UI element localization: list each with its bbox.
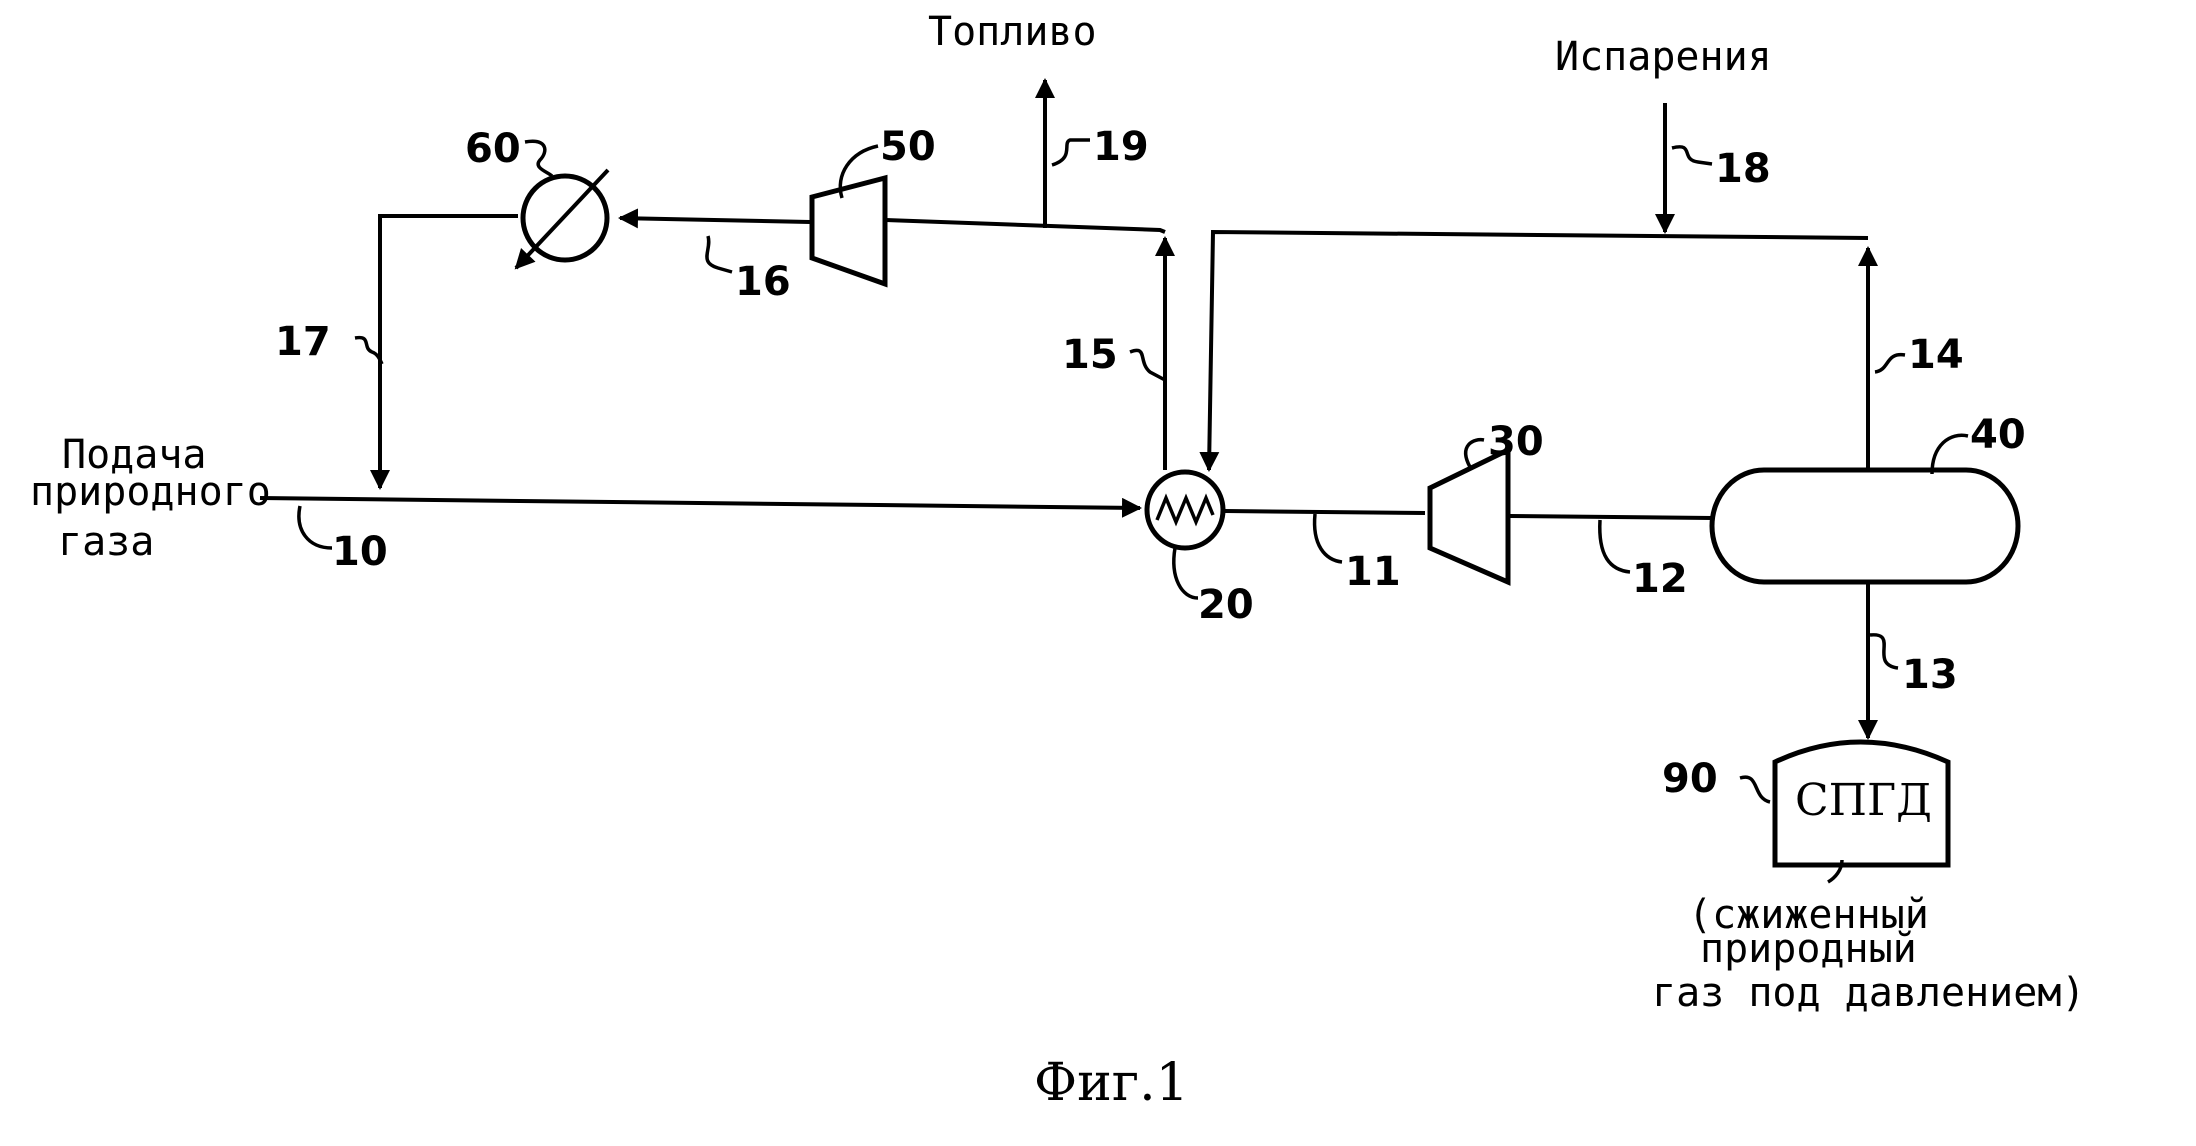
stream-10-line [259,496,1142,518]
stream-11-number: 11 [1345,549,1401,595]
fuel-label: Топливо [928,9,1097,55]
stream-19-number: 19 [1093,124,1149,170]
figure-caption: Фиг.1 [1034,1053,1189,1113]
leader-12 [1598,519,1631,574]
feed-label-line3: газа [58,519,154,565]
leader-13 [1869,633,1899,670]
stream-17-line [370,214,518,490]
tank-desc-line2: природный [1700,926,1917,972]
feed-label-line2: природного [30,469,271,515]
stream-14-number: 14 [1908,332,1964,378]
storage-tank-90 [1772,739,1951,868]
separator-number: 40 [1970,412,2026,458]
tank-name-label: СПГД [1795,775,1932,826]
stream-16-number: 16 [735,259,791,305]
leader-16 [705,235,733,274]
tank-desc-line1: (сжиженный [1688,892,1929,938]
leader-40 [1930,433,1969,475]
leader-18 [1671,145,1713,166]
leader-10 [297,505,333,550]
separator-40 [1709,467,2021,585]
leader-30 [1463,437,1485,468]
cooler-60 [514,168,610,270]
stream-13-number: 13 [1902,652,1958,698]
heat-exchanger-20 [1144,469,1226,551]
stream-15-number: 15 [1062,332,1118,378]
feed-label-line1: Подача [62,432,207,478]
stream-12-number: 12 [1632,556,1688,602]
leader-19 [1051,138,1090,167]
leader-90 [1739,775,1771,804]
tank-desc-line3: газ под давлением) [1652,970,2085,1016]
stream-16-line [618,208,811,229]
vapor-header-line [1199,229,1869,472]
boiloff-label: Испарения [1555,34,1772,80]
compressor-number: 50 [880,124,936,170]
leader-14 [1874,353,1906,374]
leader-15 [1129,348,1166,382]
cooler-number: 60 [465,126,521,172]
fuel-header-line [884,218,1166,234]
leader-20 [1172,547,1199,600]
expander-number: 30 [1488,419,1544,465]
leader-60 [524,139,554,178]
leader-17 [354,335,384,365]
leader-11 [1312,513,1343,564]
stream-17-number: 17 [275,319,331,365]
stream-11-line [1224,509,1426,515]
storage-tank-number: 90 [1662,756,1718,802]
heat-exchanger-number: 20 [1198,582,1254,628]
leader-50 [838,144,879,199]
stream-18-number: 18 [1715,146,1771,192]
leader-90-desc [1827,859,1844,884]
compressor-50 [809,174,888,288]
stream-10-number: 10 [332,529,388,575]
stream-12-line [1509,514,1713,520]
expander-30 [1427,446,1511,586]
